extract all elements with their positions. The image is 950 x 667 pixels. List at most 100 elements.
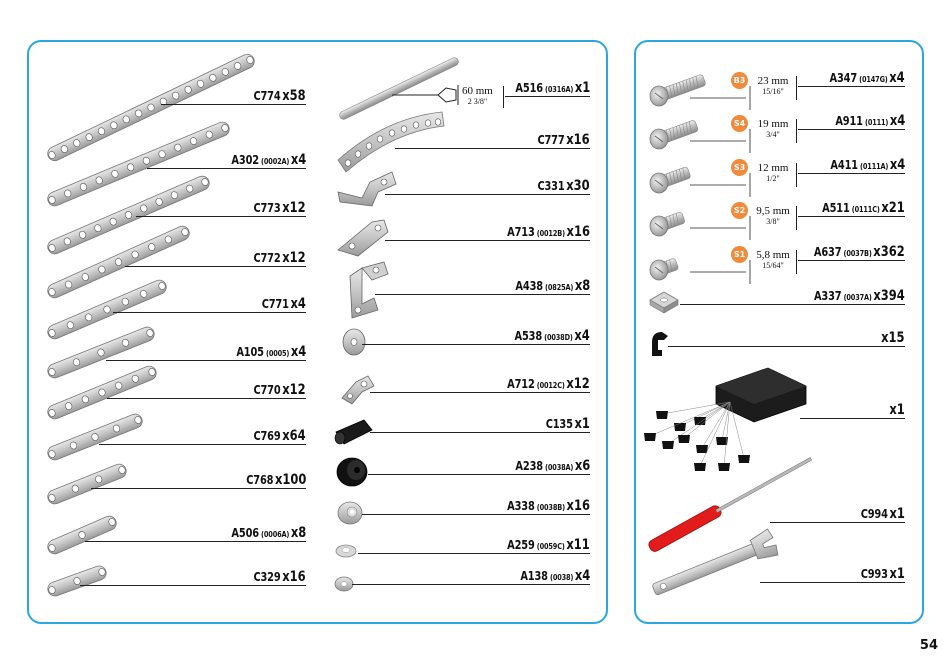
angle-bracket-icon bbox=[337, 171, 397, 207]
perforated-strip-icon bbox=[47, 121, 230, 207]
perforated-strip-icon bbox=[47, 515, 117, 555]
part-code: A506 bbox=[231, 526, 259, 540]
part-quantity: x1 bbox=[889, 402, 905, 418]
black-clip-icon bbox=[652, 332, 668, 356]
part-code: A105 bbox=[236, 345, 264, 359]
screw-badge: S1 bbox=[731, 246, 748, 263]
part-quantity: x4 bbox=[889, 113, 905, 129]
leader-line bbox=[362, 514, 590, 515]
part-label-2: x1 bbox=[888, 403, 905, 419]
axle-imperial-length: 2 3/8" bbox=[467, 97, 488, 106]
screw-imperial-length: 1/2" bbox=[766, 174, 780, 183]
battery-box-with-connectors-icon bbox=[644, 367, 807, 471]
screw-badge: B3 bbox=[731, 72, 748, 89]
part-reference: (0012B) bbox=[534, 229, 565, 238]
part-quantity: x362 bbox=[873, 244, 905, 260]
part-reference: (0825A) bbox=[542, 283, 573, 292]
part-reference: (0038A) bbox=[542, 463, 573, 472]
part-label-a105: A105 (0005)x4 bbox=[236, 345, 306, 361]
part-quantity: x12 bbox=[282, 250, 306, 266]
left-parts-panel bbox=[27, 40, 608, 624]
part-code: A637 bbox=[814, 245, 842, 259]
part-quantity: x4 bbox=[574, 328, 590, 344]
leader-line bbox=[385, 240, 590, 241]
metal-spacer-icon bbox=[337, 501, 363, 525]
part-quantity: x12 bbox=[282, 382, 306, 398]
dimension-separator bbox=[796, 206, 797, 230]
wrench-icon bbox=[652, 528, 779, 596]
part-label-a238: A238 (0038A)x6 bbox=[515, 459, 590, 475]
part-quantity: x16 bbox=[566, 498, 590, 514]
leader-line bbox=[375, 294, 590, 295]
part-reference: (0147G) bbox=[857, 75, 888, 84]
screw-imperial-length: 3/4" bbox=[766, 130, 780, 139]
screw-metric-length: 12 mm bbox=[757, 162, 789, 174]
part-code: C329 bbox=[253, 570, 281, 584]
perforated-strip-icon bbox=[47, 53, 255, 162]
part-code: A337 bbox=[814, 289, 842, 303]
screw-metric-length: 23 mm bbox=[757, 75, 789, 87]
leader-line bbox=[385, 194, 590, 195]
part-quantity: x21 bbox=[881, 200, 905, 216]
screw-metric-length: 9,5 mm bbox=[756, 205, 790, 217]
leader-line bbox=[668, 346, 905, 347]
dimension-separator bbox=[503, 86, 504, 108]
screw-icon bbox=[649, 120, 751, 153]
part-label-a337: A337 (0037A)x394 bbox=[814, 289, 905, 305]
part-code: C774 bbox=[253, 89, 281, 103]
screw-badge: S4 bbox=[731, 115, 748, 132]
axle-metric-length: 60 mm bbox=[462, 85, 493, 97]
leader-line bbox=[125, 266, 306, 267]
leader-line bbox=[505, 96, 590, 97]
part-reference: (0059C) bbox=[534, 542, 565, 551]
part-reference: (0111A) bbox=[857, 162, 888, 171]
part-reference: (0038) bbox=[547, 573, 573, 582]
part-code: A238 bbox=[515, 459, 543, 473]
part-label-a302: A302 (0002A)x4 bbox=[231, 153, 306, 169]
part-quantity: x16 bbox=[282, 569, 306, 585]
part-label-a411: A411 (0111A)x4 bbox=[830, 158, 905, 174]
leader-line bbox=[85, 541, 306, 542]
leader-line bbox=[99, 444, 306, 445]
part-code: A259 bbox=[507, 538, 535, 552]
leader-line bbox=[90, 488, 306, 489]
part-code: A302 bbox=[231, 153, 259, 167]
part-code: A438 bbox=[515, 279, 543, 293]
leader-line bbox=[370, 392, 590, 393]
perforated-strip-icon bbox=[47, 326, 155, 379]
leader-line bbox=[136, 216, 306, 217]
square-nut-icon bbox=[649, 291, 679, 314]
small-bracket-icon bbox=[341, 375, 375, 405]
part-label-a713: A713 (0012B)x16 bbox=[507, 225, 590, 241]
part-quantity: x6 bbox=[574, 458, 590, 474]
leader-line bbox=[395, 148, 590, 149]
part-label-1: x15 bbox=[880, 331, 905, 347]
part-label-a438: A438 (0825A)x8 bbox=[515, 279, 590, 295]
thin-ring-icon bbox=[335, 544, 357, 558]
leader-line bbox=[680, 304, 905, 305]
dimension-separator bbox=[796, 163, 797, 187]
part-label-a712: A712 (0012C)x12 bbox=[507, 377, 590, 393]
part-reference: (0037B) bbox=[841, 249, 872, 258]
part-quantity: x8 bbox=[574, 278, 590, 294]
leader-line bbox=[107, 398, 306, 399]
part-quantity: x4 bbox=[889, 70, 905, 86]
part-label-a516: A516 (0316A)x1 bbox=[515, 81, 590, 97]
part-label-a138: A138 (0038)x4 bbox=[520, 569, 590, 585]
leader-line bbox=[147, 168, 306, 169]
leader-line bbox=[770, 522, 905, 523]
screw-imperial-length: 15/64" bbox=[762, 261, 784, 270]
leader-line bbox=[798, 216, 905, 217]
part-code: C772 bbox=[253, 251, 281, 265]
